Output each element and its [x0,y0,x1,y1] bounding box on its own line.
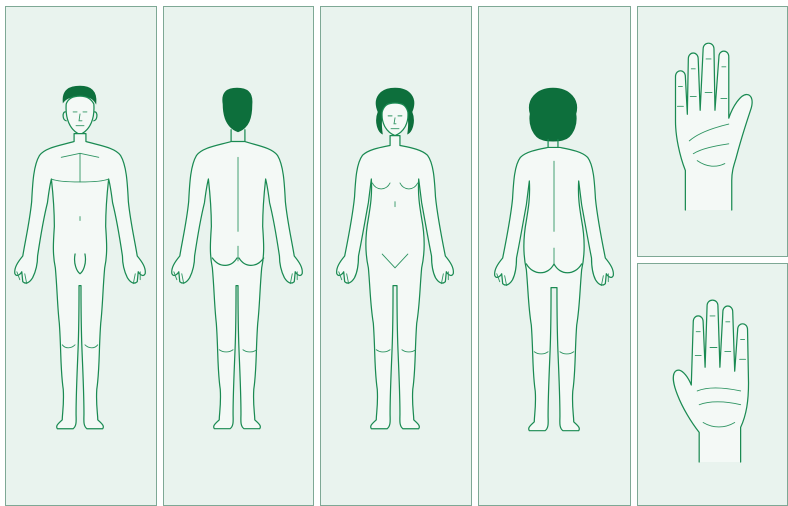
right-hand-figure [638,264,787,505]
right-hand-outline [673,300,748,462]
panel-right-hand [637,263,788,506]
male-back-body-outline [172,88,303,428]
male-front-body-outline [15,86,146,428]
female-front-figure [321,7,471,505]
female-back-figure [479,7,630,505]
female-back-body-outline [495,88,614,430]
panel-female-back [478,6,631,506]
female-front-body-outline [337,88,454,428]
male-back-figure [164,7,313,505]
panel-male-back [163,6,314,506]
panel-male-front [5,6,157,506]
left-hand-figure [638,7,787,256]
male-front-figure [6,7,156,505]
panel-left-hand [637,6,788,257]
panel-female-front [320,6,472,506]
left-hand-outline [675,43,752,210]
